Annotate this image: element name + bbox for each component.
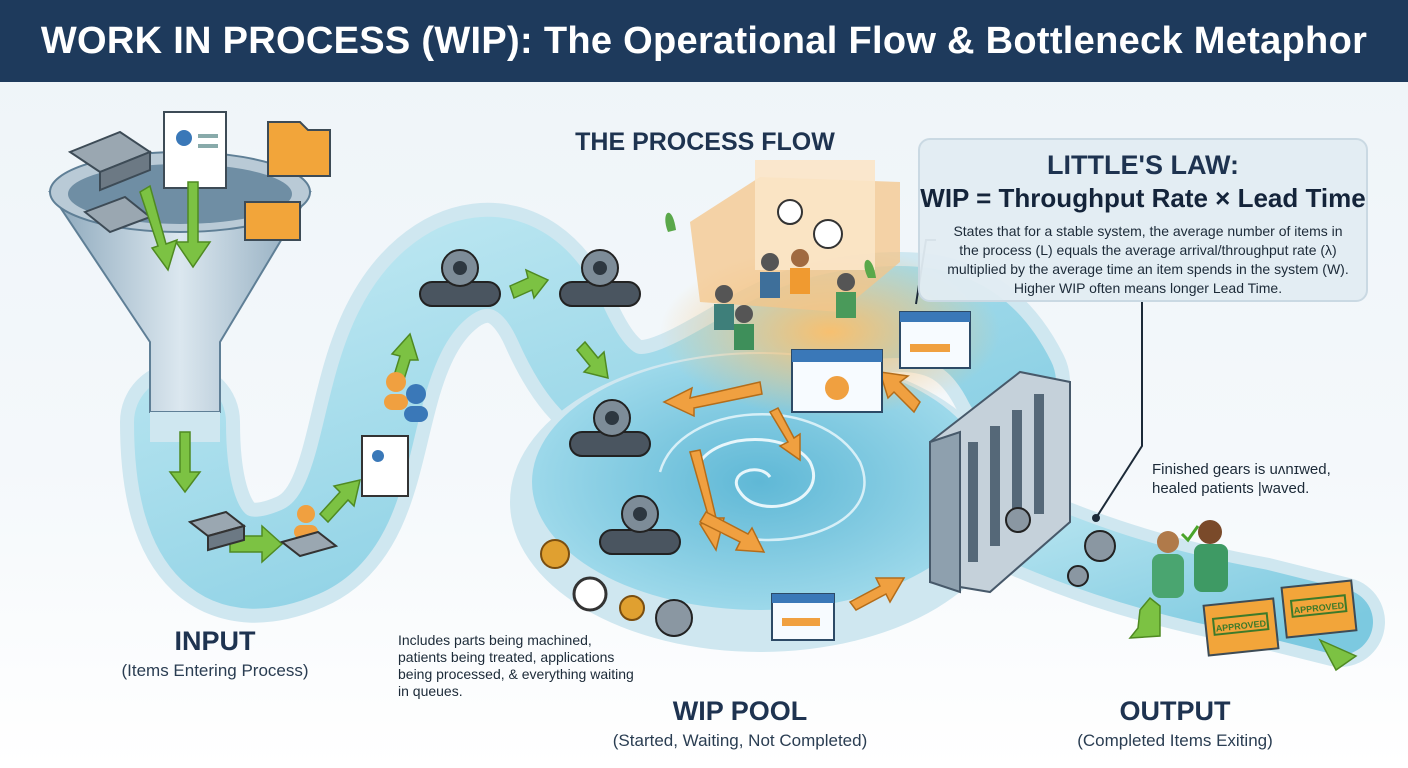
conveyor-gear-stations — [419, 249, 693, 637]
pool-arrows — [662, 371, 921, 611]
flow-arrows — [139, 181, 609, 564]
output-note: Finished gears is uʌnɪwed, healed patien… — [1152, 461, 1331, 497]
littles-law-box: LITTLE'S LAW: WIP = Throughput Rate × Le… — [918, 138, 1368, 302]
wip-pool-subheading: (Started, Waiting, Not Completed) — [612, 731, 868, 750]
output-subheading: (Completed Items Exiting) — [1077, 731, 1273, 750]
littles-law-equation: WIP = Throughput Rate × Lead Time — [920, 183, 1366, 213]
waiting-room — [665, 160, 900, 350]
output-arrow — [1128, 596, 1161, 639]
input-heading: INPUT — [174, 626, 256, 656]
output-callout-line — [1095, 302, 1143, 519]
process-flow-illustration: APPROVED APPROVED — [48, 111, 1385, 672]
bottleneck-gate — [929, 370, 1071, 594]
input-subheading: (Items Entering Process) — [121, 661, 309, 680]
approved-folder-2: APPROVED — [1280, 579, 1358, 639]
input-label: INPUT (Items Entering Process) — [95, 626, 335, 681]
output-heading: OUTPUT — [1119, 696, 1231, 726]
process-flow-title: THE PROCESS FLOW — [575, 128, 835, 156]
littles-law-title: LITTLE'S LAW: — [1047, 150, 1239, 180]
wip-note: Includes parts being machined, patients … — [398, 632, 634, 699]
approved-folder-1: APPROVED — [1202, 597, 1280, 657]
output-label: OUTPUT (Completed Items Exiting) — [1050, 696, 1300, 751]
wip-pool-label: WIP POOL (Started, Waiting, Not Complete… — [590, 696, 890, 751]
ingot-items — [187, 510, 339, 558]
input-funnel — [48, 151, 312, 442]
application-windows — [361, 311, 971, 641]
input-items — [67, 111, 331, 241]
page-title: WORK IN PROCESS (WIP): The Operational F… — [40, 19, 1368, 62]
page-title-bar: WORK IN PROCESS (WIP): The Operational F… — [0, 0, 1408, 82]
output-items — [1005, 507, 1228, 598]
littles-law-description: States that for a stable system, the ave… — [947, 223, 1349, 296]
wip-pool-heading: WIP POOL — [672, 696, 808, 726]
